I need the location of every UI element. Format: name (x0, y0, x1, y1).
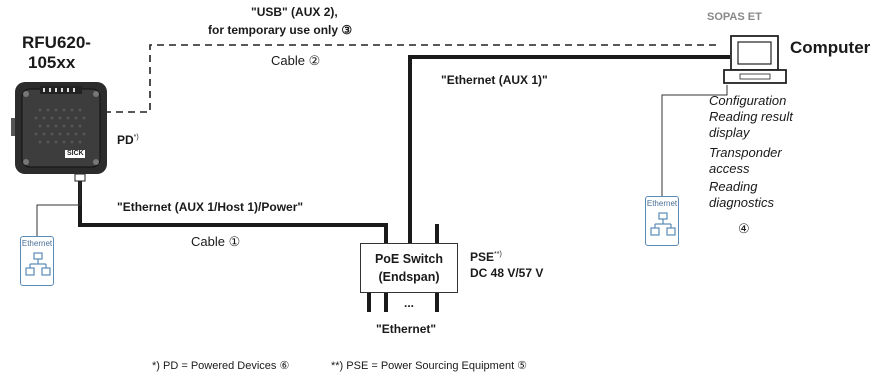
ethernet-aux1-label: "Ethernet (AUX 1)" (441, 73, 548, 87)
cable1-label: Cable ① (191, 234, 240, 250)
function-item: Configuration (709, 93, 786, 108)
device-name-line1: RFU620- (22, 33, 91, 53)
device-name-line2: 105xx (28, 53, 75, 73)
function-ref: ④ (738, 221, 750, 237)
sopas-et-label: SOPAS ET (707, 11, 762, 23)
switch-line2: (Endspan) (361, 268, 457, 286)
function-item: access (709, 161, 749, 176)
ethernet-icon: Ethernet (20, 236, 54, 286)
usb-label-line2: for temporary use only ③ (208, 23, 352, 37)
footnote-pd: *) PD = Powered Devices ⑥ (152, 359, 289, 372)
rfu620-device (11, 82, 107, 181)
switch-ports-ellipsis: ... (404, 296, 414, 310)
ethernet-icon: Ethernet (645, 196, 679, 246)
function-item: Reading result (709, 109, 793, 124)
computer-label: Computer (790, 38, 870, 58)
cable2-label: Cable ② (271, 53, 320, 69)
footnote-pse: **) PSE = Power Sourcing Equipment ⑤ (331, 359, 527, 372)
function-item: display (709, 125, 749, 140)
pse-label: PSE**) (470, 250, 502, 264)
device-ethernet-link (37, 180, 80, 236)
device-logo: SICK (67, 150, 84, 157)
poe-switch: PoE Switch (Endspan) (360, 243, 458, 293)
function-item: Reading (709, 179, 757, 194)
function-item: diagnostics (709, 195, 774, 210)
ethernet-host-power-label: "Ethernet (AUX 1/Host 1)/Power" (117, 200, 303, 214)
switch-ethernet-label: "Ethernet" (376, 322, 436, 336)
switch-line1: PoE Switch (361, 250, 457, 268)
pd-label: PD*) (117, 133, 139, 147)
computer-icon (724, 36, 786, 83)
function-item: Transponder (709, 145, 782, 160)
usb-label-line1: "USB" (AUX 2), (251, 5, 338, 19)
pse-voltage: DC 48 V/57 V (470, 266, 543, 280)
